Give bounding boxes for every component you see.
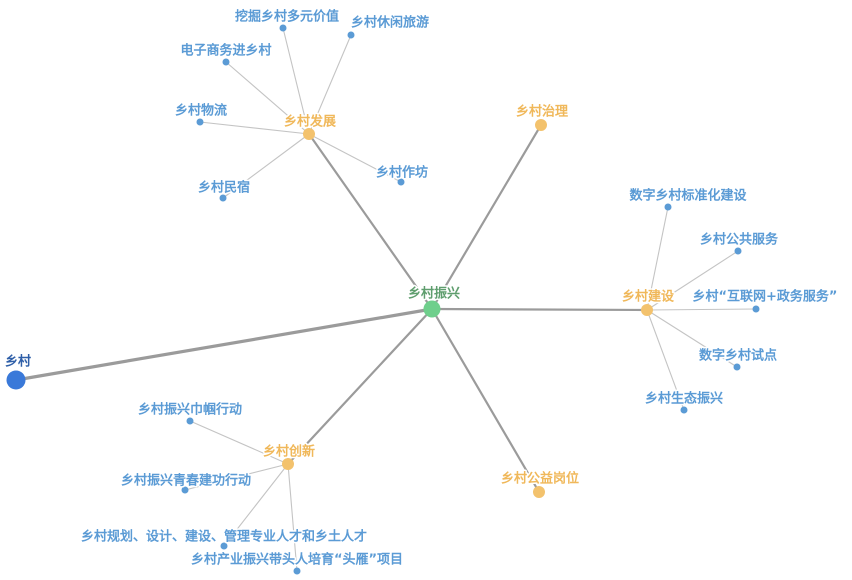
graph-node-category-gov[interactable]: [535, 119, 547, 131]
graph-node-leaf-dev-5[interactable]: [397, 178, 405, 186]
node-layer: [6, 24, 760, 575]
graph-label-leaf-build-2: 乡村公共服务: [700, 232, 779, 248]
graph-label-category-gov: 乡村治理: [516, 104, 568, 120]
edge-dev-dev-1: [282, 27, 310, 135]
edge-build-build-5: [646, 309, 685, 411]
graph-node-leaf-innov-3[interactable]: [220, 542, 228, 550]
edge-innov-innov-3: [223, 463, 289, 547]
graph-label-leaf-innov-3: 乡村规划、设计、建设、管理专业人才和乡土人才: [81, 529, 367, 545]
graph-label-category-innov: 乡村创新: [263, 444, 315, 460]
graph-label-leaf-dev-5: 乡村作坊: [376, 165, 428, 181]
graph-label-category-welfare: 乡村公益岗位: [501, 471, 579, 487]
graph-node-category-innov[interactable]: [282, 458, 294, 470]
edge-build-build-2: [646, 250, 739, 311]
edge-build-build-4: [646, 309, 738, 368]
graph-label-leaf-dev-1: 挖掘乡村多元价值: [235, 9, 339, 25]
graph-label-category-build: 乡村建设: [622, 289, 675, 305]
graph-node-root[interactable]: [423, 300, 441, 318]
graph-node-leaf-build-5[interactable]: [680, 406, 688, 414]
graph-node-leaf-build-3[interactable]: [752, 305, 760, 313]
graph-node-leaf-build-2[interactable]: [734, 247, 742, 255]
graph-label-far: 乡村: [5, 354, 31, 370]
graph-node-leaf-build-4[interactable]: [733, 363, 741, 371]
edge-innov-innov-1: [189, 420, 289, 465]
graph-label-leaf-innov-2: 乡村振兴青春建功行动: [121, 473, 251, 489]
edge-root-gov: [430, 123, 543, 311]
graph-node-far[interactable]: [6, 370, 26, 390]
graph-label-leaf-dev-2: 乡村休闲旅游: [351, 15, 429, 31]
graph-node-leaf-dev-2[interactable]: [347, 31, 355, 39]
graph-node-category-build[interactable]: [641, 304, 653, 316]
graph-node-leaf-dev-1[interactable]: [279, 24, 287, 32]
edge-innov-innov-4: [287, 463, 298, 572]
edge-build-build-3: [646, 308, 757, 311]
graph-node-leaf-dev-3[interactable]: [222, 58, 230, 66]
edge-root-build: [430, 307, 649, 312]
graph-label-leaf-dev-4: 乡村物流: [175, 103, 227, 119]
graph-node-category-dev[interactable]: [303, 128, 315, 140]
edge-root-far: [14, 307, 434, 382]
edge-build-build-1: [646, 206, 669, 311]
edge-dev-dev-6: [222, 133, 310, 199]
edge-dev-dev-2: [308, 34, 352, 135]
graph-node-leaf-innov-1[interactable]: [186, 417, 194, 425]
edge-dev-dev-5: [308, 133, 402, 183]
label-layer: 乡村 乡村振兴 乡村发展 乡村治理乡村建设乡村公益岗位 乡村创新 挖掘乡村多元价值乡村休闲…: [3, 7, 839, 569]
graph-label-leaf-innov-1: 乡村振兴巾帼行动: [138, 402, 242, 418]
graph-label-leaf-build-4: 数字乡村试点: [699, 348, 777, 364]
graph-node-category-welfare[interactable]: [533, 486, 545, 498]
graph-label-leaf-build-5: 乡村生态振兴: [645, 391, 723, 407]
graph-node-leaf-innov-2[interactable]: [181, 486, 189, 494]
graph-label-leaf-build-1: 数字乡村标准化建设: [629, 188, 747, 204]
graph-label-leaf-dev-6: 乡村民宿: [198, 180, 250, 196]
graph-label-leaf-build-3: 乡村“互联网+政务服务”: [693, 289, 838, 305]
graph-node-leaf-build-1[interactable]: [664, 203, 672, 211]
graph-label-leaf-innov-4: 乡村产业振兴带头人培育“头雁”项目: [191, 552, 403, 568]
graph-label-root: 乡村振兴: [408, 286, 460, 302]
graph-node-leaf-dev-6[interactable]: [219, 194, 227, 202]
edge-root-innov: [286, 307, 434, 466]
graph-node-leaf-innov-4[interactable]: [293, 567, 301, 575]
edge-innov-innov-2: [184, 463, 289, 491]
edge-root-dev: [307, 132, 434, 311]
graph-label-category-dev: 乡村发展: [284, 114, 337, 130]
edge-dev-dev-3: [225, 61, 310, 135]
graph-node-leaf-dev-4[interactable]: [196, 118, 204, 126]
edge-root-welfare: [430, 307, 541, 494]
graph-label-leaf-dev-3: 电子商务进乡村: [180, 43, 271, 59]
edge-layer: [14, 27, 757, 572]
edge-dev-dev-4: [199, 121, 310, 135]
